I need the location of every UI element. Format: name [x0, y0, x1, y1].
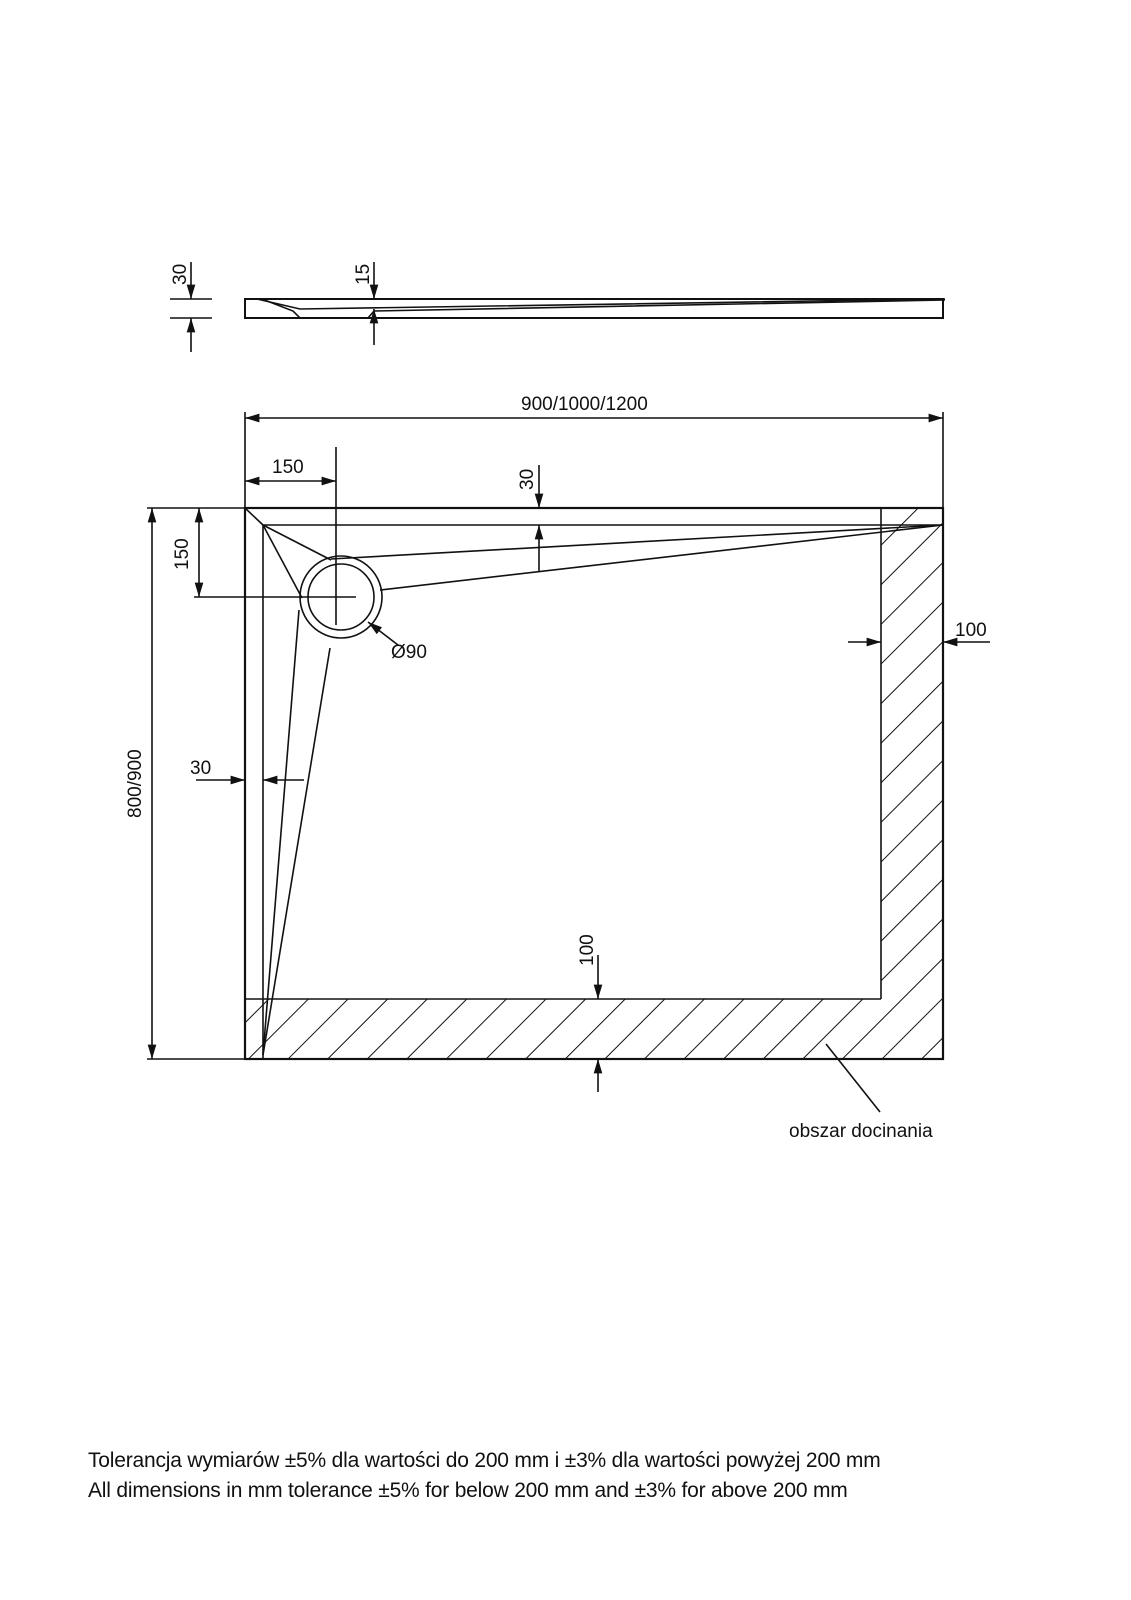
drain-offset-x-label: 150	[272, 457, 304, 478]
profile-drain-depth-label: 15	[353, 264, 374, 285]
rim-left-label: 30	[190, 758, 211, 779]
drain-diameter-label: Ø90	[391, 642, 427, 663]
side-profile	[170, 262, 946, 352]
tolerance-note-pl: Tolerancja wymiarów ±5% dla wartości do …	[88, 1449, 881, 1472]
trim-area-label: obszar docinania	[789, 1121, 933, 1142]
profile-height-label: 30	[170, 264, 191, 285]
width-label: 900/1000/1200	[521, 394, 648, 415]
dimension-labels: 30 15 900/1000/1200 150 150 30 800/900 3…	[125, 264, 987, 1142]
rim-top-label: 30	[517, 469, 538, 490]
plan-view	[147, 412, 990, 1113]
length-label: 800/900	[125, 749, 146, 818]
drain-offset-y-label: 150	[172, 538, 193, 570]
trim-bottom-label: 100	[577, 934, 598, 966]
trim-right-label: 100	[955, 620, 987, 641]
tolerance-note-en: All dimensions in mm tolerance ±5% for b…	[88, 1479, 848, 1502]
